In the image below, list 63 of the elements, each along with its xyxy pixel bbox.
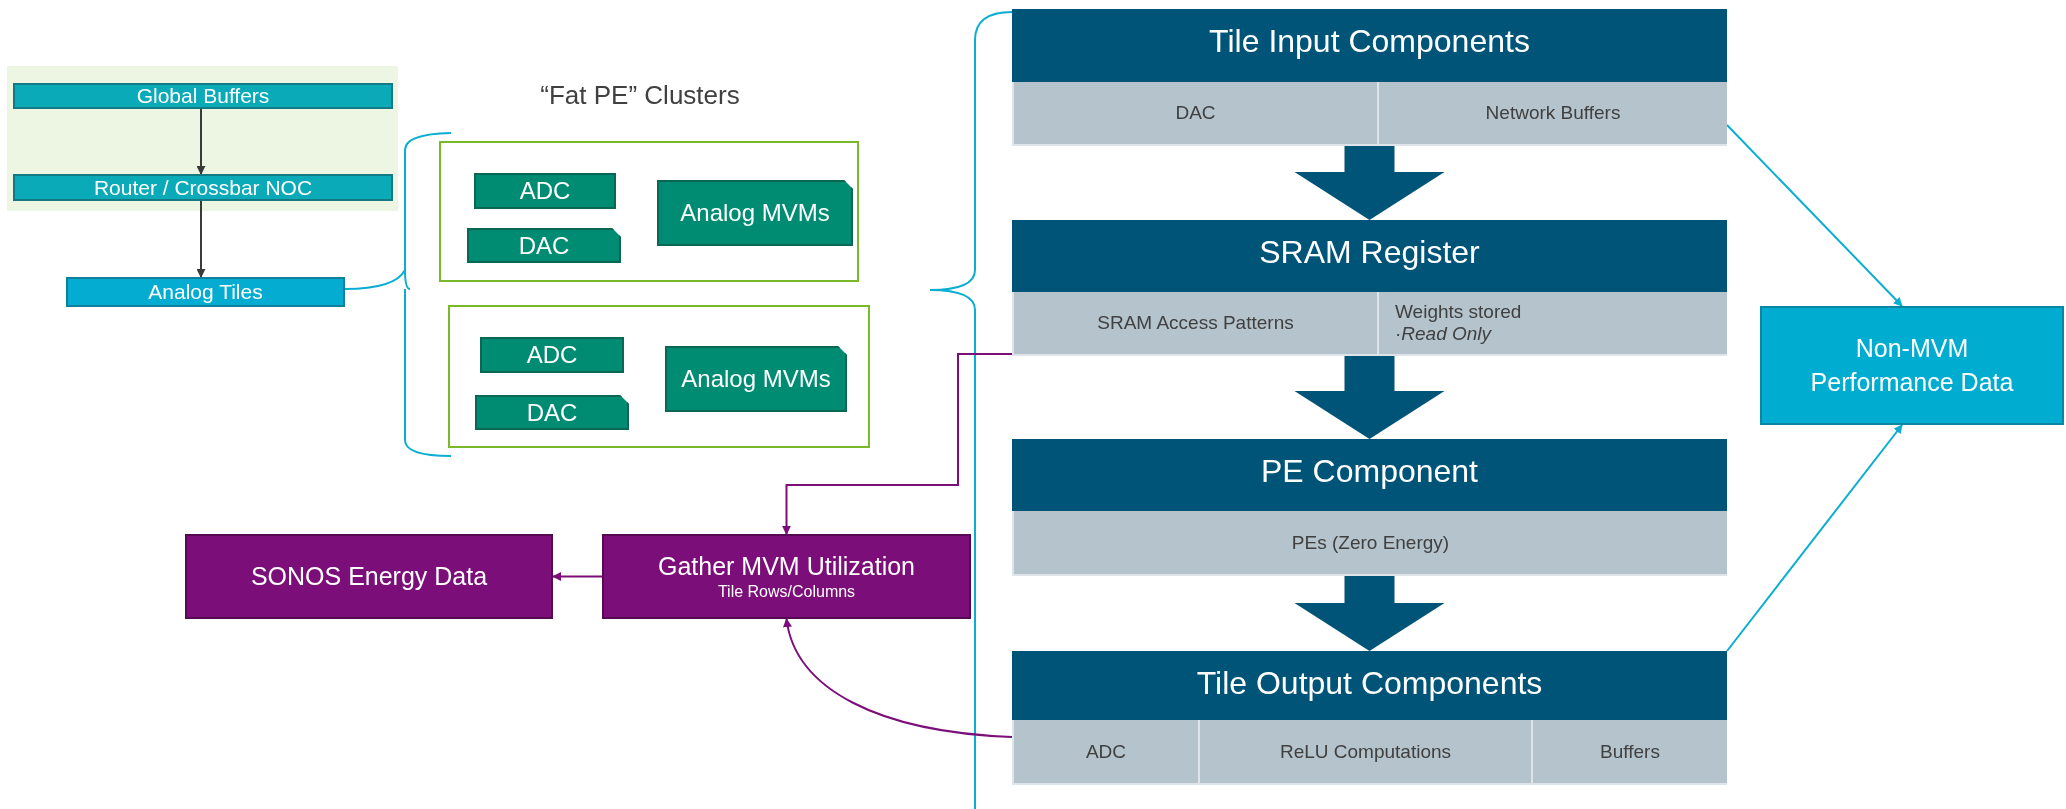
- box-label: Non-MVM Performance Data: [1809, 332, 2015, 398]
- stage-block: [1012, 439, 1727, 576]
- component-box: [66, 277, 345, 307]
- box-label: Buffers: [1600, 740, 1660, 763]
- box-label: DAC: [526, 398, 578, 427]
- arrow: [1726, 124, 1903, 307]
- component-box: [467, 228, 621, 263]
- cluster-box: [439, 141, 859, 282]
- stage-title: Tile Output Components: [1196, 665, 1543, 702]
- component-box: [665, 346, 847, 412]
- box-label: SONOS Energy Data: [250, 561, 488, 593]
- process-box: [185, 534, 553, 619]
- component-cell: [1012, 82, 1377, 146]
- component-box: [475, 395, 629, 430]
- output-box: [1760, 306, 2064, 425]
- box-label: PEs (Zero Energy): [1291, 531, 1450, 554]
- stage-block: [1012, 220, 1727, 356]
- arrow: [196, 108, 206, 175]
- component-box: [13, 174, 393, 201]
- component-box: [474, 173, 616, 209]
- box-subtitle: Tile Rows/Columns: [717, 582, 856, 603]
- box-label: Analog MVMs: [680, 199, 830, 227]
- arrow: [783, 618, 1013, 738]
- process-box: [602, 534, 971, 619]
- component-box: [657, 180, 853, 246]
- component-box: [480, 337, 624, 373]
- block-arrow: [1294, 576, 1445, 651]
- component-cell: [1012, 292, 1377, 356]
- stage-block: [1012, 9, 1727, 146]
- box-label: ADC: [1085, 740, 1127, 763]
- component-cell: [1377, 82, 1727, 146]
- stage-title: SRAM Register: [1259, 234, 1480, 271]
- component-cell: [1198, 720, 1531, 785]
- stage-title: PE Component: [1261, 453, 1478, 490]
- component-cell: [1377, 292, 1727, 356]
- box-label: Network Buffers: [1485, 102, 1621, 124]
- stage-block: [1012, 651, 1727, 785]
- box-label: Analog MVMs: [681, 365, 831, 393]
- stage-title: Tile Input Components: [1209, 23, 1530, 60]
- box-label: DAC: [1175, 102, 1216, 124]
- box-label: Weights stored: [1395, 301, 1522, 323]
- arrow: [196, 200, 206, 278]
- component-cell: [1012, 511, 1727, 576]
- arrow: [1726, 424, 1903, 652]
- group-heading: “Fat PE” Clusters: [539, 80, 741, 111]
- component-cell: [1531, 720, 1727, 785]
- box-label: ADC: [526, 341, 578, 369]
- box-label: Gather MVM Utilization: [658, 550, 915, 582]
- cluster-box: [448, 305, 870, 448]
- box-label: Global Buffers: [136, 84, 270, 108]
- box-label: Router / Crossbar NOC: [93, 175, 313, 200]
- box-label: ADC: [519, 177, 571, 205]
- arrow: [782, 353, 1013, 535]
- component-cell: [1012, 720, 1198, 785]
- block-arrow: [1294, 356, 1445, 439]
- box-label: SRAM Access Patterns: [1097, 312, 1294, 334]
- box-label: Analog Tiles: [148, 280, 263, 304]
- box-label: DAC: [518, 231, 570, 260]
- component-box: [13, 83, 393, 109]
- box-label: ReLU Computations: [1279, 740, 1452, 763]
- block-arrow: [1294, 146, 1445, 220]
- box-label: ·Read Only: [1395, 323, 1492, 345]
- arrow: [552, 572, 603, 581]
